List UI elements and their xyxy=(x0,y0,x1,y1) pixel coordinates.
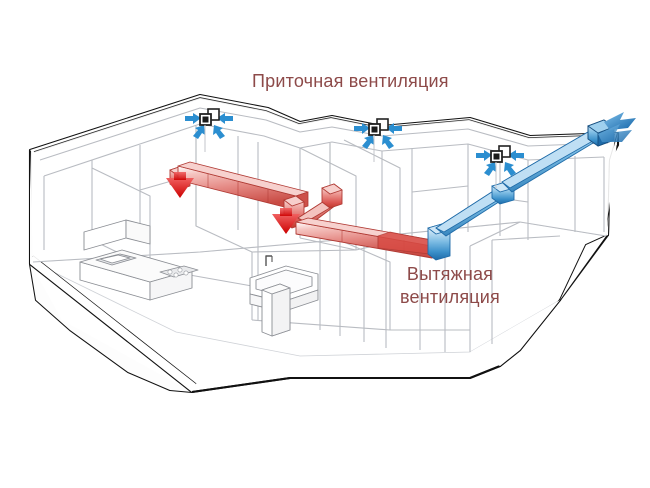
kitchen-sink xyxy=(95,253,137,266)
exterior-wall-right-fill xyxy=(470,133,618,366)
supply-duct-joints-main xyxy=(207,174,269,203)
diffuser-arrow-down-left xyxy=(362,135,374,149)
counter-overhead-cabinet xyxy=(83,219,151,251)
diffuser-arrow-left xyxy=(185,113,201,124)
partition-diag-3 xyxy=(299,147,357,250)
bathtub-faucet xyxy=(265,255,273,266)
exhaust-outlet-arrow-lower xyxy=(598,124,632,142)
floor-partition-7 xyxy=(491,235,561,241)
diffuser-arrow-left xyxy=(354,123,370,134)
ceiling-diffuser-1 xyxy=(185,108,233,152)
floor-partition-5 xyxy=(251,249,357,253)
diffuser-grille-core xyxy=(371,126,378,133)
exhaust-duct-system xyxy=(427,112,636,261)
exhaust-label-line-2: вентиляция xyxy=(400,286,500,307)
ceiling-diffusers xyxy=(185,108,524,189)
diffuser-arrow-right xyxy=(508,150,524,161)
exhaust-label-line-1: Вытяжная xyxy=(406,264,494,284)
exhaust-outlet-arrow-upper xyxy=(604,112,636,130)
supply-duct-upper-elbow xyxy=(321,183,343,209)
diffuser-arrow-down-right xyxy=(213,125,225,139)
floor-slab-front-band xyxy=(30,256,196,392)
diffuser-arrow-down-right xyxy=(382,135,394,149)
floor-slab-right-edge xyxy=(191,234,609,393)
diffuser-arrow-down-left xyxy=(484,162,496,176)
toilet xyxy=(261,283,291,337)
partition-diag-3b xyxy=(299,237,357,251)
diffuser-arrow-down-left xyxy=(193,125,205,139)
diffuser-arrow-right xyxy=(386,123,402,134)
furniture-group xyxy=(79,219,319,337)
diffuser-arrow-right xyxy=(217,113,233,124)
ceiling-diffuser-2 xyxy=(354,118,402,162)
partition-diag-5 xyxy=(343,139,401,240)
kitchen-stove xyxy=(159,265,199,278)
diffuser-grille-core xyxy=(202,116,209,123)
doorway-3 xyxy=(411,185,469,193)
ceiling-band-back xyxy=(39,107,609,161)
diffuser-arrow-down-right xyxy=(504,162,516,176)
diffuser-grille-core xyxy=(493,153,500,160)
floor-partition-6 xyxy=(469,221,521,247)
supply-arrow-left xyxy=(166,172,194,198)
supply-ventilation-label: Приточная вентиляция xyxy=(252,71,449,91)
diffuser-arrow-left xyxy=(476,150,492,161)
supply-arrow-mid xyxy=(272,208,300,234)
ceiling-diffuser-3 xyxy=(476,145,524,189)
